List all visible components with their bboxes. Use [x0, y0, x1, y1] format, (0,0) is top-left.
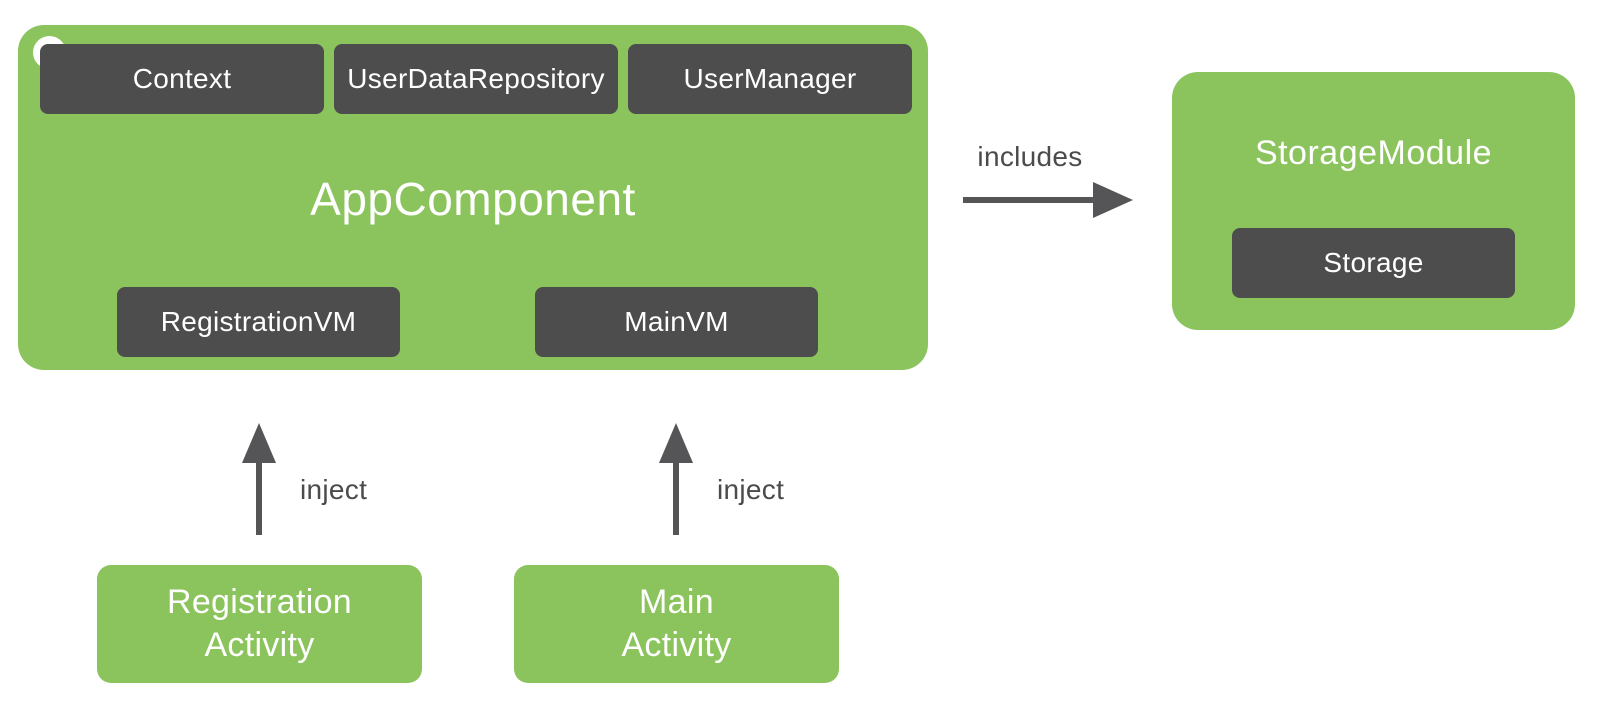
- activity-label-line2: Activity: [204, 626, 315, 664]
- inject-main-arrow-head-icon: [659, 423, 693, 463]
- inject-main-arrow-line: [673, 458, 679, 535]
- dependency-node-usermanager: UserManager: [628, 44, 912, 114]
- includes-arrow-line: [963, 197, 1094, 203]
- dependency-node-storage: Storage: [1232, 228, 1515, 298]
- inject-registration-arrow-head-icon: [242, 423, 276, 463]
- viewmodel-node-registrationvm: RegistrationVM: [117, 287, 400, 357]
- inject-registration-edge-label: inject: [300, 474, 368, 505]
- inject-main-edge-label: inject: [717, 474, 785, 505]
- storage-module-node: StorageModule Storage: [1172, 72, 1575, 330]
- dependency-label: Storage: [1323, 247, 1424, 278]
- dependency-node-context: Context: [40, 44, 324, 114]
- app-component-provides-row: Context UserDataRepository UserManager: [18, 44, 928, 114]
- dependency-node-userdatarepository: UserDataRepository: [334, 44, 618, 114]
- includes-edge-label: includes: [977, 141, 1083, 172]
- activity-label-line2: Activity: [621, 626, 732, 664]
- app-component-title: AppComponent: [310, 173, 636, 225]
- activity-node-registration: Registration Activity: [97, 565, 422, 683]
- activity-label-line1: Registration: [166, 583, 353, 621]
- activity-node-main: Main Activity: [514, 565, 839, 683]
- viewmodel-label: RegistrationVM: [160, 306, 357, 337]
- dependency-label: UserManager: [683, 63, 857, 94]
- app-component-node: Context UserDataRepository UserManager A…: [18, 25, 928, 370]
- activity-label-line1: Main: [639, 583, 714, 621]
- inject-registration-arrow-line: [256, 458, 262, 535]
- dependency-label: UserDataRepository: [347, 63, 605, 94]
- viewmodel-node-mainvm: MainVM: [535, 287, 818, 357]
- viewmodel-label: MainVM: [624, 306, 729, 337]
- includes-arrow-head-icon: [1093, 182, 1133, 218]
- storage-module-title: StorageModule: [1254, 134, 1493, 172]
- dependency-label: Context: [132, 63, 232, 94]
